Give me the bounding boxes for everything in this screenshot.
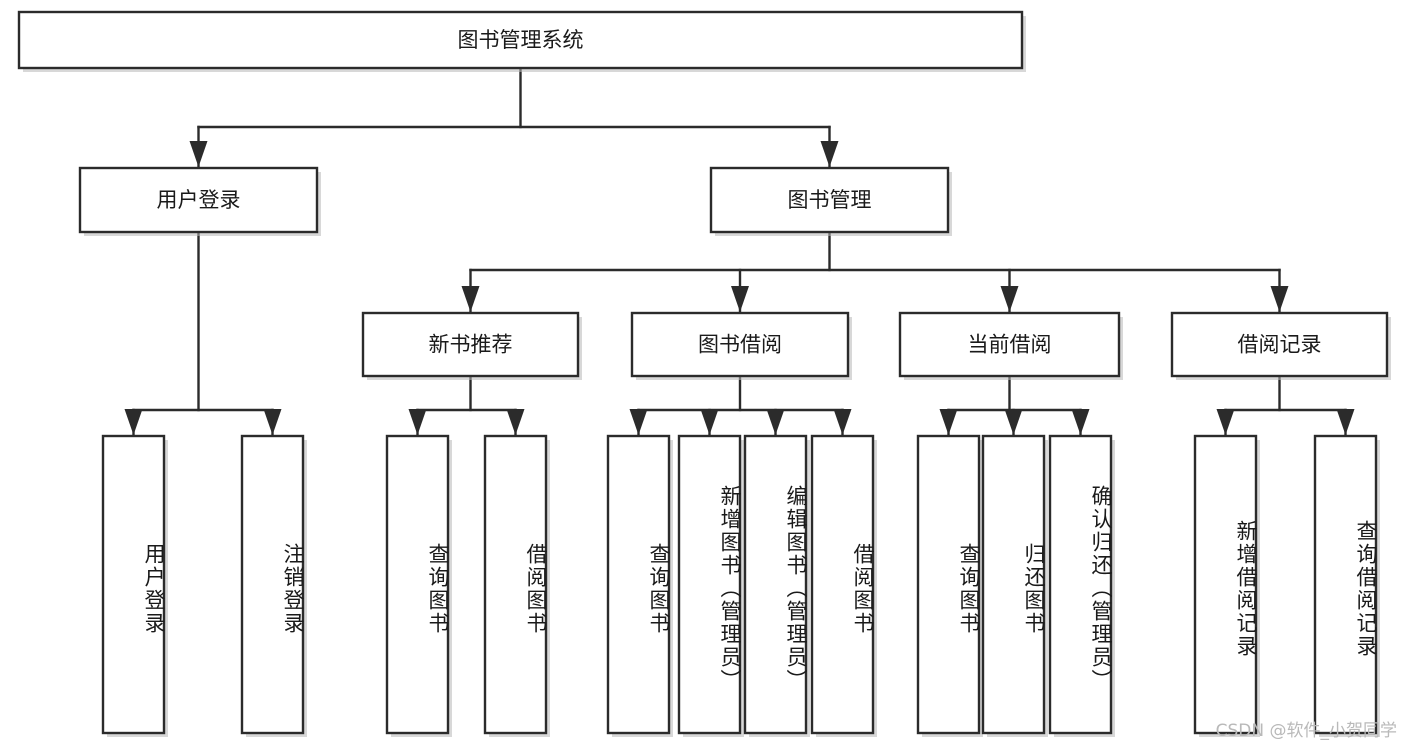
- node-leaf-2[interactable]: [385, 434, 450, 735]
- arrowhead-level3-2: [1000, 286, 1019, 312]
- node-level2-0-label: 用户登录: [157, 188, 241, 212]
- arrowhead-leaf-10: [1071, 409, 1090, 435]
- node-root[interactable]: [17, 10, 1024, 70]
- arrowhead-leaf-6: [766, 409, 785, 435]
- node-level2-0[interactable]: [78, 166, 319, 234]
- arrowhead-leaf-8: [939, 409, 958, 435]
- arrowhead-leaf-7: [833, 409, 852, 435]
- node-leaf-11[interactable]: [1193, 434, 1258, 735]
- node-level3-2[interactable]: [898, 311, 1121, 378]
- arrowhead-level2-0: [189, 141, 208, 167]
- edges-layer: [124, 66, 1355, 436]
- node-leaf-7[interactable]: [810, 434, 875, 735]
- node-leaf-1[interactable]: [240, 434, 305, 735]
- node-leaf-9[interactable]: [981, 434, 1046, 735]
- node-level3-3[interactable]: [1170, 311, 1389, 378]
- node-level3-0[interactable]: [361, 311, 580, 378]
- arrowhead-level3-0: [461, 286, 480, 312]
- node-leaf-3[interactable]: [483, 434, 548, 735]
- arrowhead-level3-1: [731, 286, 749, 312]
- node-level3-1[interactable]: [630, 311, 850, 378]
- arrowhead-leaf-2: [408, 409, 427, 435]
- node-leaf-10[interactable]: [1048, 434, 1113, 735]
- arrowhead-level2-1: [820, 141, 839, 167]
- arrowhead-leaf-11: [1216, 409, 1235, 435]
- node-level3-3-label: 借阅记录: [1238, 333, 1322, 357]
- node-leaf-6[interactable]: [743, 434, 808, 735]
- arrowhead-leaf-0: [124, 409, 143, 435]
- node-level3-2-label: 当前借阅: [968, 333, 1052, 357]
- arrowhead-leaf-3: [506, 409, 525, 435]
- node-level2-1-label: 图书管理: [788, 188, 872, 212]
- watermark: CSDN @软件_小贺同学: [1215, 721, 1397, 741]
- arrowhead-level3-3: [1270, 286, 1289, 312]
- arrowhead-leaf-4: [629, 409, 648, 435]
- node-root-label: 图书管理系统: [458, 28, 584, 52]
- node-level3-0-label: 新书推荐: [429, 333, 513, 357]
- arrowhead-leaf-5: [700, 409, 719, 435]
- node-leaf-4[interactable]: [606, 434, 671, 735]
- node-leaf-0[interactable]: [101, 434, 166, 735]
- node-leaf-12[interactable]: [1313, 434, 1378, 735]
- arrowhead-leaf-12: [1336, 409, 1355, 435]
- node-level2-1[interactable]: [709, 166, 950, 234]
- node-leaf-5[interactable]: [677, 434, 742, 735]
- node-leaf-8[interactable]: [916, 434, 981, 735]
- arrowhead-leaf-1: [263, 409, 282, 435]
- arrowhead-leaf-9: [1004, 409, 1023, 435]
- node-level3-1-label: 图书借阅: [698, 333, 782, 357]
- nodes-layer: [17, 10, 1391, 737]
